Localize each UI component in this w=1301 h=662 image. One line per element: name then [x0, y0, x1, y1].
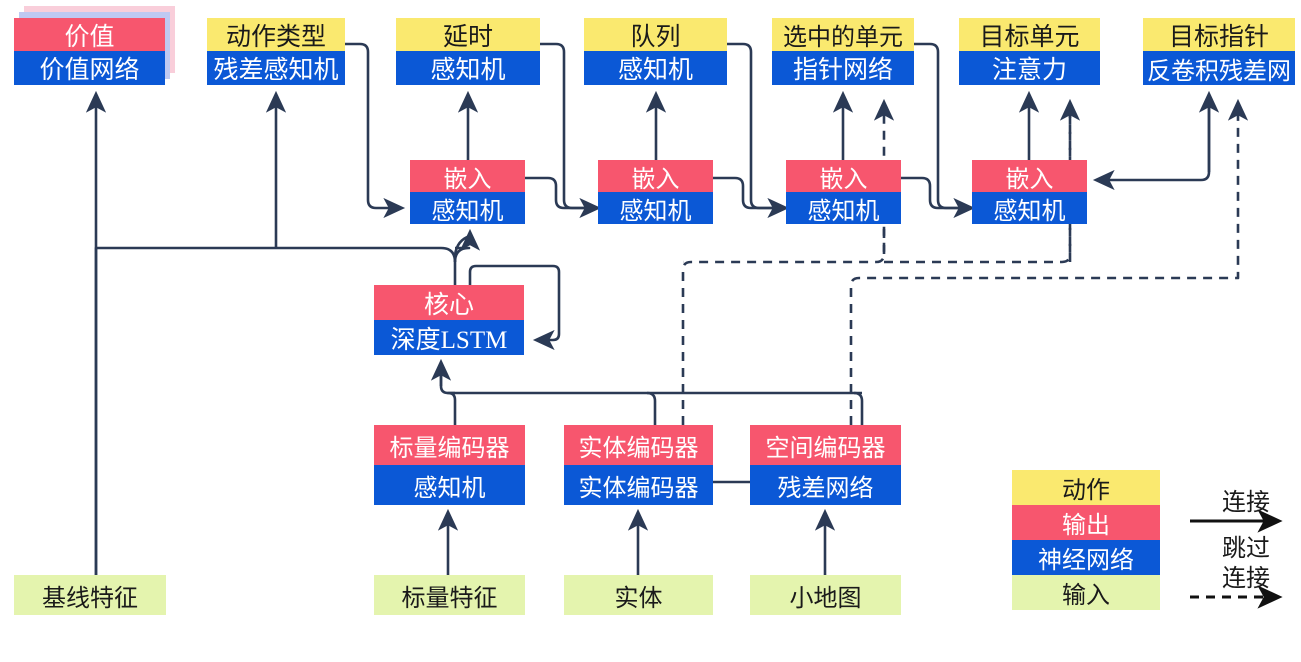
node-action-type-top-label: 动作类型 [207, 18, 345, 51]
node-embed-2-bottom-label: 感知机 [598, 192, 713, 224]
node-queue-bottom-label: 感知机 [584, 51, 727, 85]
node-core-top-label: 核心 [374, 285, 524, 320]
input-baseline-features[interactable]: 基线特征 [14, 575, 166, 615]
legend-swatch-input: 输入 [1012, 575, 1160, 610]
node-action-type[interactable]: 动作类型 残差感知机 [207, 18, 345, 85]
wire-bus-riser [439, 372, 449, 395]
node-target-unit-bottom-label: 注意力 [959, 51, 1100, 85]
node-value-bottom-label: 价值网络 [14, 51, 165, 85]
node-embed-3-top-label: 嵌入 [786, 160, 901, 192]
input-scalar-features[interactable]: 标量特征 [374, 575, 525, 615]
node-embed-1[interactable]: 嵌入 感知机 [410, 160, 525, 224]
legend-skip-label-line1: 跳过 [1222, 536, 1270, 562]
node-target-pointer-bottom-label: 反卷积残差网 [1143, 51, 1295, 85]
node-delay-top-label: 延时 [396, 18, 540, 51]
wire-embed2-to-embed3-chain [713, 176, 778, 210]
node-selected-units-bottom-label: 指针网络 [772, 51, 914, 85]
node-embed-2[interactable]: 嵌入 感知机 [598, 160, 713, 224]
node-entity-encoder-top-label: 实体编码器 [564, 425, 713, 465]
node-target-unit[interactable]: 目标单元 注意力 [959, 18, 1100, 85]
node-embed-1-bottom-label: 感知机 [410, 192, 525, 224]
node-value-top-label: 价值 [14, 18, 165, 51]
node-delay[interactable]: 延时 感知机 [396, 18, 540, 85]
input-entities[interactable]: 实体 [564, 575, 713, 615]
node-scalar-encoder[interactable]: 标量编码器 感知机 [374, 425, 525, 505]
node-embed-2-top-label: 嵌入 [598, 160, 713, 192]
wire-spatial-to-bus [853, 391, 864, 425]
node-target-pointer-top-label: 目标指针 [1143, 18, 1295, 51]
node-embed-3-bottom-label: 感知机 [786, 192, 901, 224]
node-core[interactable]: 核心 深度LSTM [374, 285, 524, 355]
node-queue[interactable]: 队列 感知机 [584, 18, 727, 85]
wire-core-to-embed1 [453, 228, 481, 262]
node-embed-4-top-label: 嵌入 [972, 160, 1087, 192]
node-embed-3[interactable]: 嵌入 感知机 [786, 160, 901, 224]
skip-horizontal-target-unit [884, 110, 1072, 264]
skip-spatial-to-target-pointer [849, 98, 1249, 425]
node-selected-units-top-label: 选中的单元 [772, 18, 914, 51]
legend-swatch-neural-network: 神经网络 [1012, 540, 1160, 575]
wire-deconv-to-embed4 [1092, 94, 1211, 191]
node-value[interactable]: 价值 价值网络 [14, 18, 165, 85]
wire-embed3-to-embed4-chain [900, 176, 964, 210]
wire-entity-to-bus [646, 391, 657, 425]
node-queue-top-label: 队列 [584, 18, 727, 51]
legend-swatch-action: 动作 [1012, 470, 1160, 505]
node-delay-bottom-label: 感知机 [396, 51, 540, 85]
node-target-unit-top-label: 目标单元 [959, 18, 1100, 51]
node-embed-4-bottom-label: 感知机 [972, 192, 1087, 224]
node-entity-encoder-bottom-label: 实体编码器 [564, 465, 713, 505]
node-embed-4[interactable]: 嵌入 感知机 [972, 160, 1087, 224]
node-scalar-encoder-bottom-label: 感知机 [374, 465, 525, 505]
skip-entity-to-selected-units [681, 98, 895, 425]
node-action-type-bottom-label: 残差感知机 [207, 51, 345, 85]
legend-swatch-output: 输出 [1012, 505, 1160, 540]
wire-embed1-to-embed2-chain [525, 176, 590, 210]
legend-swatches: 动作 输出 神经网络 输入 [1012, 470, 1160, 610]
node-embed-1-top-label: 嵌入 [410, 160, 525, 192]
node-core-bottom-label: 深度LSTM [374, 320, 524, 355]
node-target-pointer[interactable]: 目标指针 反卷积残差网 [1143, 18, 1295, 85]
node-spatial-encoder[interactable]: 空间编码器 残差网络 [750, 425, 901, 505]
wire-core-selfloop [468, 264, 561, 351]
node-spatial-encoder-top-label: 空间编码器 [750, 425, 901, 465]
node-spatial-encoder-bottom-label: 残差网络 [750, 465, 901, 505]
node-selected-units[interactable]: 选中的单元 指针网络 [772, 18, 914, 85]
input-minimap[interactable]: 小地图 [750, 575, 901, 615]
node-scalar-encoder-top-label: 标量编码器 [374, 425, 525, 465]
node-entity-encoder[interactable]: 实体编码器 实体编码器 [564, 425, 713, 505]
wire-action-type-to-embed1 [345, 42, 406, 219]
